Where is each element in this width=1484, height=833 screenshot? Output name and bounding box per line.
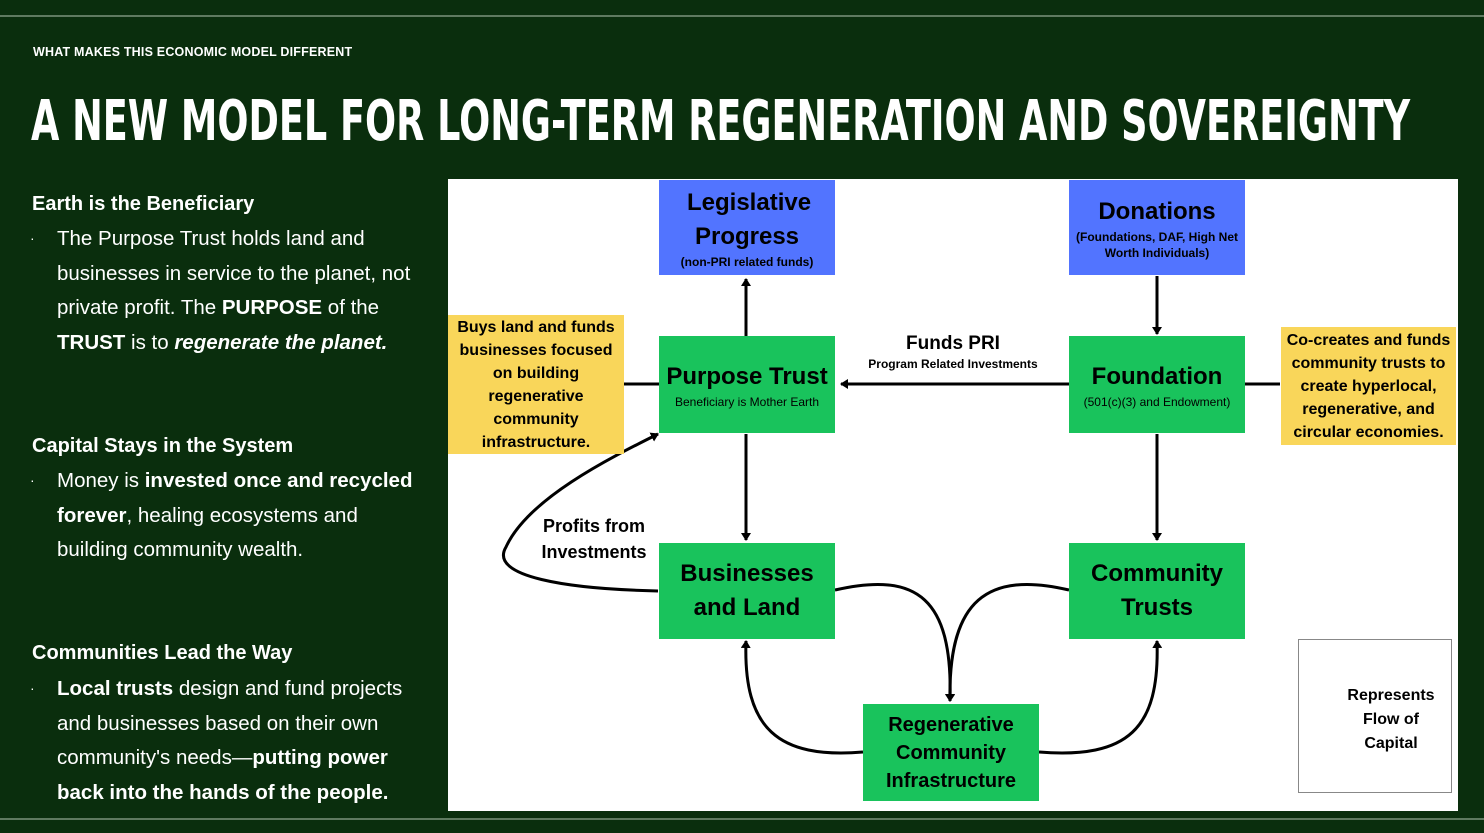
flow-arrows bbox=[502, 276, 1331, 755]
rich-text-run: putting power back into the hands of the… bbox=[57, 746, 389, 804]
bullet-dot: · bbox=[30, 680, 35, 696]
rich-text-run: , healing ecosystems and building commun… bbox=[57, 503, 358, 562]
rich-text-run: The Purpose Trust holds land and busines… bbox=[57, 227, 411, 320]
node-community-trusts: Community Trusts bbox=[1069, 543, 1245, 639]
bullet-dot: · bbox=[30, 472, 35, 488]
node-title: Foundation bbox=[1091, 362, 1223, 390]
section-heading-communities: Communities Lead the Way bbox=[32, 642, 293, 664]
note-purpose-trust: Buys land and funds businesses focused o… bbox=[448, 315, 624, 454]
edge-label-sub: Program Related Investments bbox=[868, 357, 1038, 371]
top-divider bbox=[0, 15, 1484, 17]
section-heading-earth: Earth is the Beneficiary bbox=[32, 193, 255, 215]
note-foundation: Co-creates and funds community trusts to… bbox=[1281, 327, 1456, 445]
arrow-profits-loop bbox=[502, 432, 659, 593]
section-body-earth: The Purpose Trust holds land and busines… bbox=[57, 222, 417, 360]
node-foundation: Foundation (501(c)(3) and Endowment) bbox=[1069, 336, 1245, 433]
rich-text-run: design and fund projects and businesses … bbox=[57, 677, 403, 770]
edge-label-title: Funds PRI bbox=[906, 333, 1000, 354]
node-businesses-and-land: Businesses and Land bbox=[659, 543, 835, 639]
rich-text-run: of the bbox=[322, 296, 380, 320]
node-title: Community Trusts bbox=[1091, 560, 1223, 621]
node-subtitle: (Foundations, DAF, High Net Worth Indivi… bbox=[1076, 229, 1238, 260]
page-title: A NEW MODEL FOR LONG-TERM REGENERATION A… bbox=[31, 89, 1411, 154]
node-donations: Donations (Foundations, DAF, High Net Wo… bbox=[1069, 180, 1245, 275]
node-subtitle: (non-PRI related funds) bbox=[680, 254, 814, 269]
node-title: Regenerative Community Infrastructure bbox=[885, 713, 1017, 792]
arrow-regenerative-to-community bbox=[1038, 640, 1163, 755]
rich-text-run: invested once and recycled forever bbox=[57, 469, 413, 527]
arrow-regenerative-to-businesses bbox=[740, 640, 864, 755]
node-subtitle: Beneficiary is Mother Earth bbox=[674, 394, 820, 409]
rich-text-run: regenerate the planet. bbox=[174, 330, 388, 354]
rich-text-run: Money is bbox=[57, 469, 145, 492]
edge-label-funds-pri: Funds PRI Program Related Investments bbox=[853, 332, 1053, 372]
capital-flow-diagram: Legislative Progress (non-PRI related fu… bbox=[448, 179, 1458, 811]
section-body-communities: Local trusts design and fund projects an… bbox=[57, 672, 417, 810]
note-text: Co-creates and funds community trusts to… bbox=[1286, 331, 1451, 441]
node-purpose-trust: Purpose Trust Beneficiary is Mother Eart… bbox=[659, 336, 835, 433]
legend-label: Represents Flow of Capital bbox=[1347, 687, 1435, 752]
node-title: Donations bbox=[1098, 197, 1216, 225]
arrow-community-to-regenerative bbox=[944, 582, 1070, 702]
node-regenerative-infrastructure: Regenerative Community Infrastructure bbox=[863, 704, 1039, 801]
bottom-divider bbox=[0, 818, 1484, 820]
edge-label-profits: Profits from Investments bbox=[541, 516, 647, 562]
rich-text-run: is to bbox=[125, 330, 175, 354]
node-title: Purpose Trust bbox=[666, 362, 828, 390]
node-title: Legislative Progress bbox=[687, 188, 812, 250]
rich-text-run: Local trusts bbox=[57, 677, 174, 700]
legend-box: Represents Flow of Capital bbox=[1298, 639, 1452, 793]
node-title: Businesses and Land bbox=[680, 560, 814, 621]
rich-text-run: TRUST bbox=[57, 330, 126, 354]
eyebrow-label: WHAT MAKES THIS ECONOMIC MODEL DIFFERENT bbox=[33, 45, 353, 59]
section-heading-capital: Capital Stays in the System bbox=[32, 435, 294, 457]
rich-text-run: PURPOSE bbox=[221, 296, 323, 320]
arrow-businesses-to-regenerative bbox=[834, 582, 956, 702]
node-legislative-progress: Legislative Progress (non-PRI related fu… bbox=[659, 180, 835, 275]
note-text: Buys land and funds businesses focused o… bbox=[457, 318, 615, 451]
section-body-capital: Money is invested once and recycled fore… bbox=[57, 464, 417, 568]
node-subtitle: (501(c)(3) and Endowment) bbox=[1083, 394, 1231, 409]
bullet-dot: · bbox=[30, 230, 35, 246]
